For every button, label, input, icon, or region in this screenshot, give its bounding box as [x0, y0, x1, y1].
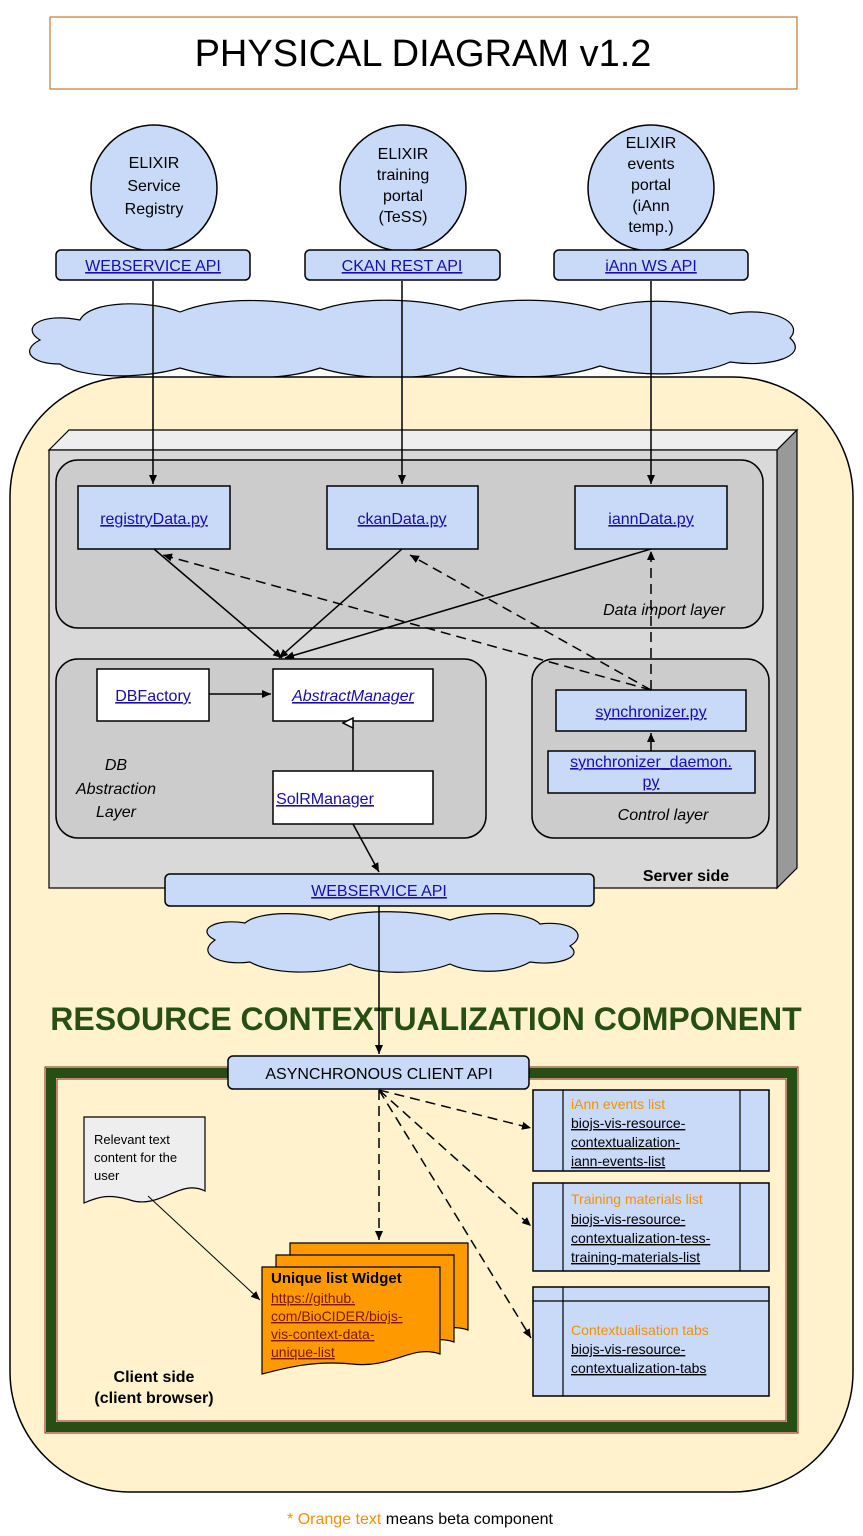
svg-text:portal: portal — [383, 188, 423, 205]
svg-text:AbstractManager[interactable]: AbstractManager — [291, 688, 415, 705]
ckan-rest-api-box[interactable]: CKAN REST API — [304, 249, 501, 281]
svg-text:Client side: Client side — [114, 1369, 195, 1386]
svg-text:biojs-vis-resource-[interactable]: biojs-vis-resource- — [571, 1211, 686, 1227]
svg-text:ELIXIR: ELIXIR — [129, 155, 180, 172]
svg-text:Relevant text: Relevant text — [94, 1132, 170, 1147]
svg-text:ckanData.py[interactable]: ckanData.py — [358, 511, 447, 528]
footnote: * Orange text means beta component — [287, 1511, 554, 1528]
svg-text:(client browser): (client browser) — [94, 1390, 213, 1407]
diagram-title: PHYSICAL DIAGRAM v1.2 — [49, 16, 798, 90]
svg-text:synchronizer_daemon.[interactable]: synchronizer_daemon. — [570, 754, 732, 771]
arrow-iann-manager — [284, 548, 652, 660]
arrow-registry-manager — [153, 548, 283, 659]
svg-text:iann-events-list[interactable]: iann-events-list — [571, 1153, 665, 1169]
server-side-label: Server side — [643, 868, 729, 885]
svg-text:ELIXIR: ELIXIR — [378, 146, 429, 163]
svg-text:(TeSS): (TeSS) — [379, 209, 428, 226]
internet-cloud-bottom — [206, 911, 579, 973]
svg-text:contextualization-[interactable]: contextualization- — [571, 1134, 680, 1150]
abstract-manager-box[interactable]: AbstractManager — [272, 668, 434, 722]
source-elixir-registry: ELIXIR Service Registry — [90, 124, 218, 252]
svg-text:(iAnn: (iAnn — [632, 198, 669, 215]
svg-text:contextualization-tabs[interactable]: contextualization-tabs — [571, 1360, 706, 1376]
svg-text:biojs-vis-resource-[interactable]: biojs-vis-resource- — [571, 1115, 686, 1131]
arrow-async-tabs — [378, 1089, 532, 1339]
svg-text:contextualization-tess-[interactable]: contextualization-tess- — [571, 1230, 711, 1246]
svg-text:ASYNCHRONOUS CLIENT API[interactable]: ASYNCHRONOUS CLIENT API — [265, 1066, 492, 1083]
data-import-layer-label: Data import layer — [603, 602, 725, 619]
svg-text:biojs-vis-resource-[interactable]: biojs-vis-resource- — [571, 1341, 686, 1357]
svg-text:Service: Service — [127, 178, 180, 195]
svg-text:CKAN REST API[interactable]: CKAN REST API — [342, 258, 463, 275]
svg-text:unique-list[interactable]: unique-list — [271, 1344, 335, 1360]
solr-manager-box[interactable]: SolRManager — [272, 770, 434, 825]
svg-text:https://github.[interactable]: https://github. — [271, 1290, 355, 1306]
svg-text:com/BioCIDER/biojs-[interactable]: com/BioCIDER/biojs- — [271, 1308, 403, 1324]
iann-events-list-box[interactable]: iAnn events list biojs-vis-resource- con… — [532, 1089, 770, 1172]
source-elixir-tess: ELIXIR training portal (TeSS) — [339, 124, 467, 252]
svg-text:DB: DB — [105, 757, 128, 774]
svg-text:iannData.py[interactable]: iannData.py — [608, 511, 693, 528]
arrow-solr-webservice — [352, 823, 380, 873]
svg-text:synchronizer.py[interactable]: synchronizer.py — [595, 704, 706, 721]
relevant-text-note: Relevant text content for the user — [83, 1116, 206, 1204]
arrow-note-widget — [147, 1195, 261, 1301]
dbfactory-box[interactable]: DBFactory — [96, 668, 210, 722]
synchronizer-daemon-box[interactable]: synchronizer_daemon. py — [547, 750, 756, 794]
server-webservice-api-box[interactable]: WEBSERVICE API — [164, 873, 595, 907]
svg-text:DBFactory[interactable]: DBFactory — [115, 688, 191, 705]
contextualisation-tabs-box[interactable]: Contextualisation tabs biojs-vis-resourc… — [532, 1286, 770, 1397]
svg-text:Registry: Registry — [125, 201, 184, 218]
unique-list-widget[interactable]: Unique list Widget https://github. com/B… — [261, 1242, 469, 1375]
internet-cloud-top — [29, 299, 796, 379]
svg-text:iAnn events list: iAnn events list — [571, 1096, 665, 1112]
iann-ws-api-box[interactable]: iAnn WS API — [553, 249, 749, 281]
svg-text:ELIXIR: ELIXIR — [626, 135, 677, 152]
svg-text:WEBSERVICE API[interactable]: WEBSERVICE API — [85, 258, 221, 275]
webservice-api-box[interactable]: WEBSERVICE API — [55, 249, 251, 281]
source-elixir-iann: ELIXIR events portal (iAnn temp.) — [587, 124, 715, 252]
svg-text:py[interactable]: py — [643, 774, 660, 791]
svg-text:iAnn WS API[interactable]: iAnn WS API — [605, 258, 697, 275]
svg-text:Training materials list: Training materials list — [571, 1191, 703, 1207]
arrow-async-iann-list — [378, 1089, 532, 1130]
title-text: PHYSICAL DIAGRAM v1.2 — [195, 33, 652, 75]
registry-data-file[interactable]: registryData.py — [77, 485, 231, 550]
svg-text:content for the: content for the — [94, 1150, 177, 1165]
svg-text:Abstraction: Abstraction — [75, 781, 156, 798]
svg-text:Contextualisation tabs: Contextualisation tabs — [571, 1322, 709, 1338]
arrow-async-training-list — [378, 1089, 532, 1227]
synchronizer-box[interactable]: synchronizer.py — [555, 689, 747, 732]
component-title: RESOURCE CONTEXTUALIZATION COMPONENT — [50, 1001, 802, 1037]
training-materials-list-box[interactable]: Training materials list biojs-vis-resour… — [532, 1182, 770, 1272]
svg-text:events: events — [627, 156, 674, 173]
svg-text:user: user — [94, 1168, 120, 1183]
svg-text:training: training — [377, 167, 429, 184]
svg-text:temp.): temp.) — [628, 219, 673, 236]
svg-text:training-materials-list[interactable]: training-materials-list — [571, 1249, 700, 1265]
svg-text:vis-context-data-[interactable]: vis-context-data- — [271, 1326, 375, 1342]
widget-title: Unique list Widget — [271, 1270, 402, 1287]
svg-text:SolRManager[interactable]: SolRManager — [276, 791, 375, 808]
arrow-sync-ckan — [409, 554, 652, 691]
async-client-api-box[interactable]: ASYNCHRONOUS CLIENT API — [227, 1055, 530, 1090]
ckan-data-file[interactable]: ckanData.py — [326, 485, 479, 550]
control-layer-label: Control layer — [618, 807, 709, 824]
arrow-sync-registry — [162, 553, 652, 691]
svg-text:registryData.py[interactable]: registryData.py — [100, 511, 208, 528]
svg-text:WEBSERVICE API[interactable]: WEBSERVICE API — [311, 883, 447, 900]
svg-text:Layer: Layer — [96, 804, 137, 821]
svg-text:portal: portal — [631, 177, 671, 194]
iann-data-file[interactable]: iannData.py — [574, 485, 728, 550]
connectors — [147, 281, 655, 1339]
